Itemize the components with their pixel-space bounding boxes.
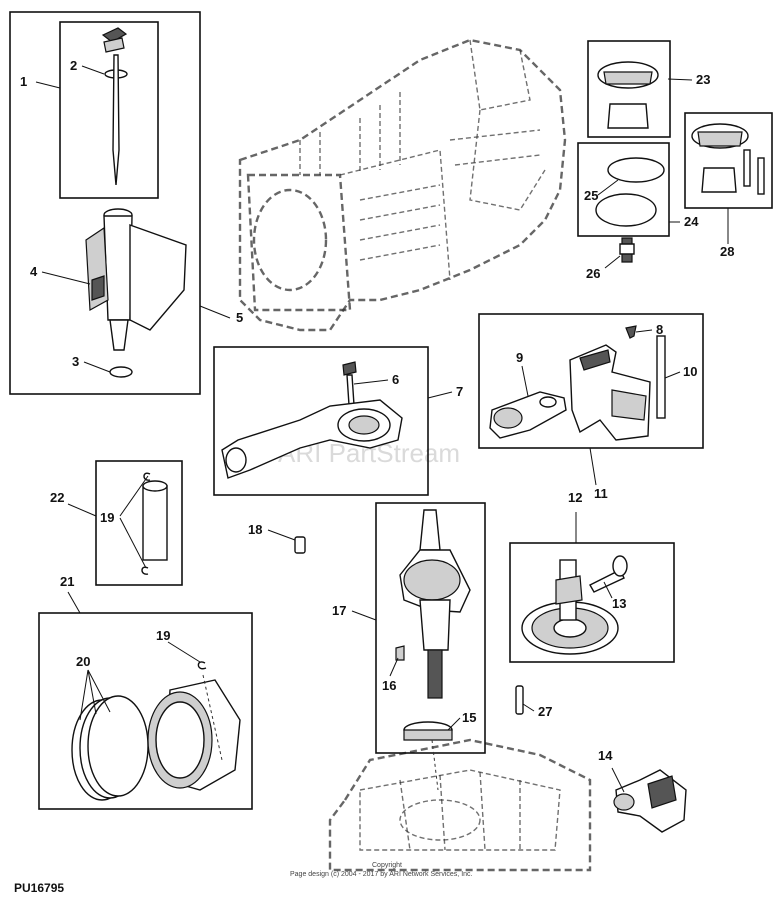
- callout-18: 18: [248, 522, 262, 537]
- crankcase-base-outline: [328, 738, 592, 872]
- callout-21: 21: [60, 574, 74, 589]
- callout-labels: 1 2 3 4 5 6 7 8 9 10 11 12 13 14 15 16 1…: [20, 58, 734, 763]
- callout-17: 17: [332, 603, 346, 618]
- callout-2: 2: [70, 58, 77, 73]
- copyright-title: Copyright: [372, 862, 402, 869]
- callout-9: 9: [516, 350, 523, 365]
- callout-14: 14: [598, 748, 613, 763]
- clip-19-piston: [197, 661, 207, 670]
- callout-12: 12: [568, 490, 582, 505]
- governor-14: [613, 769, 687, 833]
- group-7-frame: [213, 346, 429, 496]
- rod-bolt: [346, 374, 355, 406]
- group-28-filter-kit: [684, 112, 773, 209]
- callout-20: 20: [76, 654, 90, 669]
- callout-27: 27: [538, 704, 552, 719]
- group-17-frame: [375, 502, 486, 754]
- callout-6: 6: [392, 372, 399, 387]
- part-8: [625, 325, 637, 339]
- crank-nose: [419, 509, 441, 551]
- group-17-crankshaft: [375, 502, 486, 791]
- group-23-frame: [587, 40, 671, 138]
- copyright-notice: Page design (c) 2004 - 2017 by ARI Netwo…: [290, 871, 473, 878]
- group-24-cover: [577, 142, 670, 263]
- engine-block-outline: [238, 38, 567, 332]
- group-5-frame: [9, 11, 201, 395]
- dipstick-blade: [112, 54, 120, 186]
- callout-25: 25: [584, 188, 598, 203]
- group-22-frame: [95, 460, 183, 586]
- cover-plate: [595, 193, 657, 227]
- crank-shaft-end: [427, 649, 443, 699]
- callout-11: 11: [594, 486, 608, 501]
- group-1-frame: [59, 21, 159, 199]
- callout-10: 10: [683, 364, 697, 379]
- callout-24: 24: [684, 214, 699, 229]
- callout-3: 3: [72, 354, 79, 369]
- o-ring-3: [109, 366, 133, 378]
- group-21-frame: [38, 612, 253, 810]
- group-21-piston: [38, 612, 253, 810]
- leader-lines: [35, 65, 729, 793]
- callout-7: 7: [456, 384, 463, 399]
- callout-13: 13: [612, 596, 626, 611]
- callout-15: 15: [462, 710, 476, 725]
- callout-19a: 19: [100, 510, 114, 525]
- callout-5: 5: [236, 310, 243, 325]
- callout-28: 28: [720, 244, 734, 259]
- callout-22: 22: [50, 490, 64, 505]
- diagram-id: PU16795: [14, 881, 64, 895]
- clip-19-bottom: [141, 566, 149, 575]
- callout-19b: 19: [156, 628, 170, 643]
- callout-26: 26: [586, 266, 600, 281]
- dipstick-tube: [103, 215, 133, 321]
- group-11-oil-pump: [478, 313, 704, 449]
- o-ring-25: [607, 157, 665, 183]
- dipstick-cap: [101, 27, 128, 43]
- rod-bolt-head: [342, 361, 357, 376]
- group-11-frame: [478, 313, 704, 449]
- piston-pin: [142, 485, 168, 561]
- callout-16: 16: [382, 678, 396, 693]
- callout-23: 23: [696, 72, 710, 87]
- group-5-dipstick-tube: [9, 11, 201, 395]
- callout-4: 4: [30, 264, 38, 279]
- crank-journal: [419, 599, 451, 651]
- callout-1: 1: [20, 74, 27, 89]
- pin-10: [656, 335, 666, 419]
- dowel-18: [294, 536, 306, 554]
- key-16: [395, 645, 405, 661]
- pin-13: [589, 569, 625, 593]
- ring-3: [87, 695, 149, 797]
- group-12-frame: [509, 542, 675, 663]
- group-22-piston-pin: [95, 460, 183, 586]
- group-23-oil-filter: [587, 40, 671, 138]
- callout-8: 8: [656, 322, 663, 337]
- group-7-connecting-rod: [213, 346, 429, 496]
- tube-bracket: [129, 224, 187, 331]
- pin-27: [515, 685, 524, 715]
- group-12-camshaft: [509, 542, 675, 663]
- group-24-frame: [577, 142, 670, 237]
